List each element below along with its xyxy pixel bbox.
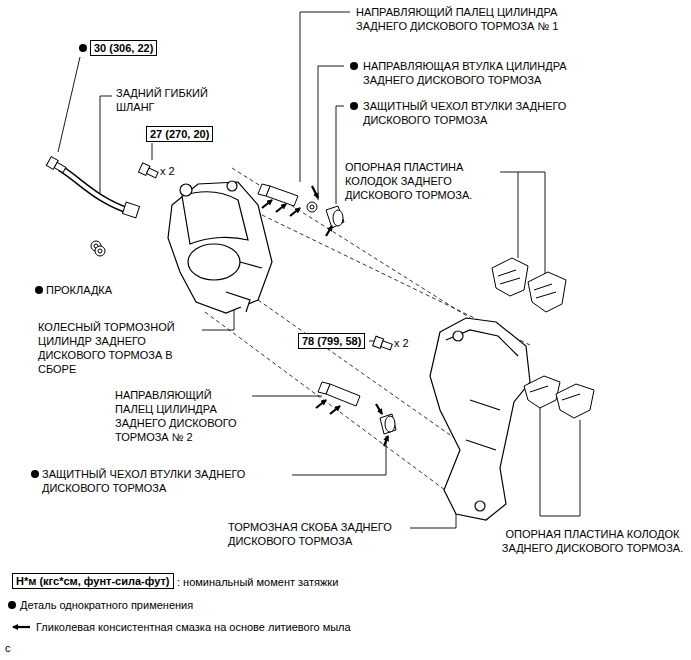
legend-text: : номинальный момент затяжки: [177, 575, 338, 589]
bolt: [138, 163, 159, 180]
torque-value: 78 (799, 58): [302, 335, 361, 347]
part-label: ТОРМОЗНАЯ СКОБА ЗАДНЕГО ДИСКОВОГО ТОРМОЗ…: [228, 520, 408, 548]
part-label: x 2: [160, 164, 175, 178]
grease-arrow: [262, 186, 388, 446]
bracket: [430, 318, 530, 520]
torque-box: 30 (306, 22): [90, 40, 157, 56]
hose: [60, 168, 132, 212]
part-label: c: [5, 641, 11, 655]
torque-box: 78 (799, 58): [298, 333, 365, 349]
bolt: [373, 336, 393, 352]
legend-text: Деталь однократного применения: [20, 598, 193, 612]
guide-pin: [318, 382, 396, 434]
torque-value: Н*м (кгс*см, фунт-сила-фут): [16, 575, 170, 587]
caliper: [168, 181, 272, 313]
torque-value: 27 (270, 20): [150, 128, 209, 140]
guide-pin: [258, 184, 344, 228]
part-label: ОПОРНАЯ ПЛАСТИНА КОЛОДОК ЗАДНЕГО ДИСКОВО…: [345, 160, 495, 202]
part-label: x 2: [394, 336, 409, 350]
pad-support-plate: [492, 258, 566, 312]
pad-support-plate: [524, 376, 594, 418]
part-label: НАПРАВЛЯЮЩИЙ ПАЛЕЦ ЦИЛИНДРА ЗАДНЕГО ДИСК…: [356, 5, 591, 33]
bolt: [46, 157, 67, 175]
part-label: ЗАЩИТНЫЙ ЧЕХОЛ ВТУЛКИ ЗАДНЕГО ДИСКОВОГО …: [42, 467, 292, 495]
part-label: НАПРАВЛЯЮЩИЙ ПАЛЕЦ ЦИЛИНДРА ЗАДНЕГО ДИСК…: [115, 388, 251, 444]
legend-arrow: [13, 626, 30, 628]
part-label: КОЛЕСНЫЙ ТОРМОЗНОЙ ЦИЛИНДР ЗАДНЕГО ДИСКО…: [38, 320, 200, 376]
part-label: ЗАДНИЙ ГИБКИЙ ШЛАНГ: [116, 86, 231, 114]
part-label: ОПОРНАЯ ПЛАСТИНА КОЛОДОК ЗАДНЕГО ДИСКОВО…: [500, 527, 685, 555]
torque-box: Н*м (кгс*см, фунт-сила-фут): [12, 573, 174, 589]
torque-box: 27 (270, 20): [146, 126, 213, 142]
leader-lines: [58, 12, 580, 528]
torque-value: 30 (306, 22): [94, 42, 153, 54]
part-label: ПРОКЛАДКА: [46, 283, 112, 297]
legend-text: Гликолевая консистентная смазка на основ…: [36, 620, 351, 634]
part-label: НАПРАВЛЯЮЩАЯ ВТУЛКА ЦИЛИНДРА ЗАДНЕГО ДИС…: [363, 59, 603, 87]
part-label: ЗАЩИТНЫЙ ЧЕХОЛ ВТУЛКИ ЗАДНЕГО ДИСКОВОГО …: [363, 99, 613, 127]
gasket: [91, 241, 105, 256]
